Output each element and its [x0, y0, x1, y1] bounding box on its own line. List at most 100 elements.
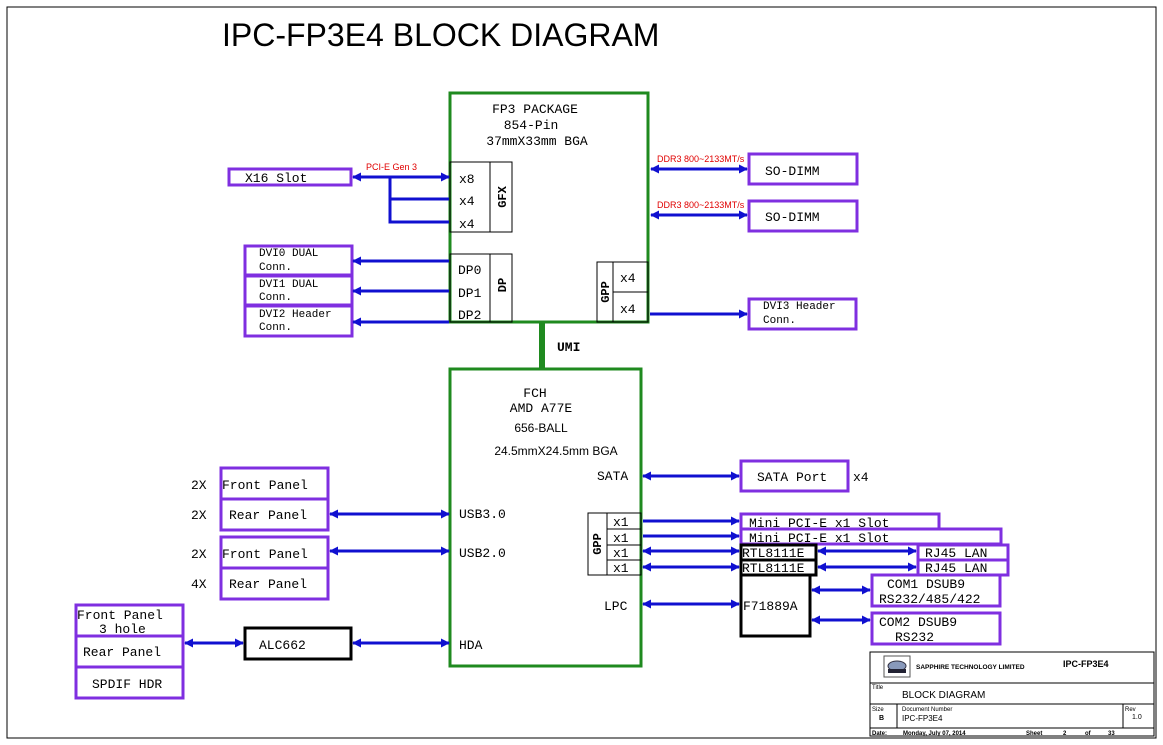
audio-front-panel: Front Panel 3 hole	[74, 603, 185, 638]
company-name: SAPPHIRE TECHNOLOGY LIMITED	[916, 664, 1025, 671]
dvi2-connector: DVI2 Header Conn.	[243, 304, 354, 338]
gfx-lane-x4-b: x4	[459, 217, 475, 232]
of-label: of	[1085, 731, 1092, 737]
cpu-gpp-label: GPP	[599, 281, 613, 303]
cpu-gpp-lane-0: x4	[620, 271, 636, 286]
com1-connector: COM1 DSUB9 RS232/485/422	[870, 573, 1002, 608]
svg-text:Mini PCI-E x1 Slot: Mini PCI-E x1 Slot	[749, 531, 889, 546]
title-value: BLOCK DIAGRAM	[902, 690, 985, 701]
total-sheets: 33	[1108, 731, 1115, 737]
fch-gpp-lane-3: x1	[613, 561, 629, 576]
svg-text:SO-DIMM: SO-DIMM	[765, 164, 820, 179]
gfx-lane-x8: x8	[459, 172, 475, 187]
svg-text:RTL8111E: RTL8111E	[742, 561, 805, 576]
dp-port-0: DP0	[458, 263, 481, 278]
svg-text:SO-DIMM: SO-DIMM	[765, 210, 820, 225]
svg-text:Conn.: Conn.	[763, 315, 796, 327]
gfx-box	[449, 161, 513, 233]
super-io-chip: F71889A	[739, 573, 812, 638]
usb3-front-panel: Front Panel	[219, 466, 330, 501]
svg-text:3 hole: 3 hole	[99, 622, 146, 637]
svg-text:DVI3 Header: DVI3 Header	[763, 301, 836, 313]
fch-block: FCH AMD A77E 656-BALL 24.5mmX24.5mm BGA …	[448, 367, 643, 668]
audio-rear-panel: Rear Panel	[74, 634, 185, 669]
svg-text:Conn.: Conn.	[259, 322, 292, 334]
svg-text:RJ45 LAN: RJ45 LAN	[925, 561, 987, 576]
sheet-value: 2	[1063, 731, 1067, 737]
svg-text:RJ45 LAN: RJ45 LAN	[925, 546, 987, 561]
fch-gpp-label: GPP	[591, 533, 605, 555]
dp-port-1: DP1	[458, 286, 482, 301]
dvi0-connector: DVI0 DUAL Conn.	[243, 244, 354, 277]
usb2-front-mult: 2X	[191, 547, 207, 562]
usb3-rear-panel: Rear Panel	[219, 497, 330, 532]
x16-slot: X16 Slot	[227, 167, 353, 187]
audio-codec: ALC662	[243, 626, 353, 661]
sheet-label: Sheet	[1026, 731, 1042, 737]
fch-model: AMD A77E	[510, 401, 573, 416]
diagram-title: IPC-FP3E4 BLOCK DIAGRAM	[222, 17, 659, 53]
svg-text:F71889A: F71889A	[743, 599, 798, 614]
fch-port-sata: SATA	[597, 469, 628, 484]
cpu-name: FP3 PACKAGE	[492, 102, 578, 117]
svg-text:DVI1 DUAL: DVI1 DUAL	[259, 279, 318, 291]
svg-text:SPDIF HDR: SPDIF HDR	[92, 677, 162, 692]
svg-text:Conn.: Conn.	[259, 292, 292, 304]
svg-text:Rear Panel: Rear Panel	[83, 645, 161, 660]
cpu-gpp-lane-1: x4	[620, 302, 636, 317]
fch-port-hda: HDA	[459, 638, 483, 653]
fch-port-lpc: LPC	[604, 599, 628, 614]
fch-name: FCH	[523, 386, 546, 401]
svg-text:Rear Panel: Rear Panel	[229, 577, 307, 592]
arrows-memory	[650, 164, 748, 319]
svg-text:RS232: RS232	[895, 630, 934, 645]
rev-value: 1.0	[1132, 714, 1142, 721]
usb2-front-panel: Front Panel	[219, 535, 330, 570]
usb3-rear-mult: 2X	[191, 508, 207, 523]
svg-text:COM1 DSUB9: COM1 DSUB9	[887, 577, 965, 592]
svg-text:Front Panel: Front Panel	[77, 608, 163, 623]
fch-gpp-box	[587, 512, 642, 576]
usb2-rear-mult: 4X	[191, 577, 207, 592]
fch-port-usb3: USB3.0	[459, 507, 506, 522]
title-label: Title	[872, 685, 884, 691]
svg-text:ALC662: ALC662	[259, 638, 306, 653]
pcie-bus-label: PCI-E Gen 3	[366, 162, 417, 172]
dp-box	[449, 253, 513, 323]
svg-text:X16 Slot: X16 Slot	[245, 171, 307, 186]
fch-package: 24.5mmX24.5mm BGA	[494, 444, 617, 458]
arrows-usb	[329, 509, 450, 556]
doc-label: Document Number	[902, 707, 952, 713]
doc-value: IPC-FP3E4	[902, 714, 943, 723]
svg-text:Mini PCI-E x1 Slot: Mini PCI-E x1 Slot	[749, 516, 889, 531]
svg-text:COM2 DSUB9: COM2 DSUB9	[879, 615, 957, 630]
fch-port-usb2: USB2.0	[459, 546, 506, 561]
svg-text:Rear Panel: Rear Panel	[229, 508, 307, 523]
arrows-pcie	[352, 172, 450, 224]
cpu-block: FP3 PACKAGE 854-Pin 37mmX33mm BGA GFX x8…	[448, 91, 650, 324]
svg-text:DVI2 Header: DVI2 Header	[259, 309, 332, 321]
fch-gpp-lane-1: x1	[613, 531, 629, 546]
ddr-bus-label-2: DDR3 800~2133MT/s	[657, 200, 745, 210]
size-label: Size	[872, 707, 884, 713]
dp-port-2: DP2	[458, 308, 481, 323]
fch-balls: 656-BALL	[514, 421, 568, 435]
dvi1-connector: DVI1 DUAL Conn.	[243, 274, 354, 307]
svg-text:RTL8111E: RTL8111E	[742, 546, 805, 561]
svg-text:DVI0 DUAL: DVI0 DUAL	[259, 248, 318, 260]
svg-text:RS232/485/422: RS232/485/422	[879, 592, 980, 607]
spdif-header: SPDIF HDR	[74, 665, 185, 700]
umi-label: UMI	[557, 340, 580, 355]
dp-label: DP	[496, 278, 510, 292]
company-logo-icon	[883, 655, 911, 678]
sodimm-2: SO-DIMM	[747, 199, 859, 233]
date-value: Monday, July 07, 2014	[903, 731, 966, 737]
com2-connector: COM2 DSUB9 RS232	[870, 611, 1002, 646]
gfx-lane-x4-a: x4	[459, 194, 475, 209]
cpu-package: 37mmX33mm BGA	[486, 134, 588, 149]
size-value: B	[879, 715, 884, 722]
cpu-pins: 854-Pin	[504, 118, 559, 133]
rev-label: Rev	[1125, 707, 1136, 713]
sata-mult: x4	[853, 470, 869, 485]
